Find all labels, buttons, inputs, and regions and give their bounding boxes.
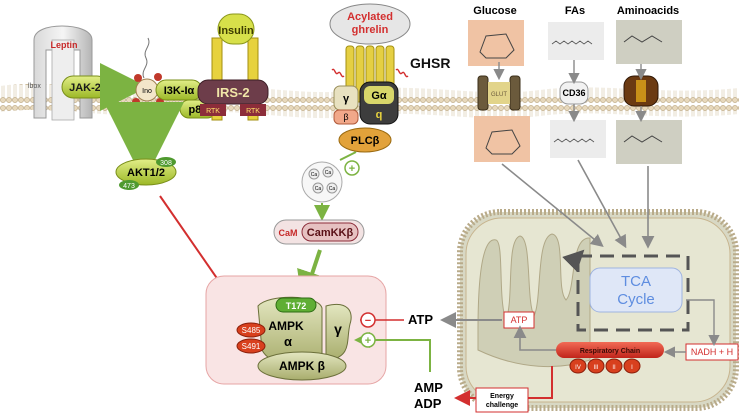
beta-label: β (343, 112, 348, 122)
aminoacid-structure-bottom (616, 120, 682, 164)
nutrient-arrows (493, 60, 655, 249)
s491-label: S491 (242, 342, 261, 351)
glucose-structure-top (468, 20, 524, 66)
plcb-ca-line (339, 151, 357, 161)
t172-label: T172 (286, 301, 307, 311)
camkk-label: CamKKβ (307, 227, 354, 239)
ampk-gamma-label: γ (334, 321, 342, 337)
insulin-label: Insulin (218, 25, 254, 37)
aminoacid-transporter (623, 75, 659, 107)
energy-label-2: challenge (486, 402, 518, 409)
leptin-receptor: Leptin lbox (28, 25, 93, 121)
ca-1: Ca (311, 172, 318, 178)
akt-label: AKT1/2 (127, 167, 165, 179)
s473-label: 473 (123, 183, 135, 190)
rtk-right-label: RTK (246, 108, 260, 115)
ino-label: Ino (142, 88, 152, 95)
pi3k-label: I3K-Iα (164, 85, 195, 97)
amp-plus: + (365, 335, 371, 347)
amp-label: AMP (414, 380, 443, 395)
atp-outer-label: ATP (408, 312, 433, 327)
ghsr-label: GHSR (410, 55, 450, 71)
jak2-node: JAK-2 (61, 75, 109, 99)
s308-label: 308 (160, 160, 172, 167)
calcium-pool: Ca Ca Ca Ca (301, 161, 343, 203)
amp-activation: + AMP ADP (354, 332, 443, 411)
cam-label: CaM (278, 228, 297, 238)
tca-label-2: Cycle (617, 291, 655, 308)
jak2-label: JAK-2 (69, 82, 101, 94)
complex-1: I (631, 365, 633, 371)
nadh-label: NADH + H (691, 347, 733, 357)
akt-node: AKT1/2 308 473 (115, 157, 177, 190)
insulin-receptor: Insulin IRS-2 RTK RTK (197, 13, 269, 121)
ca-2: Ca (325, 170, 332, 176)
gq-label: q (376, 109, 383, 121)
complex-2: II (612, 365, 616, 371)
respiratory-chain: Respiratory Chain IV III II I (556, 342, 664, 374)
glucose-structure-bottom (474, 116, 530, 162)
ca-4: Ca (329, 186, 336, 192)
energy-challenge: Energy challenge (454, 366, 553, 413)
plcb-label: PLCβ (351, 135, 380, 147)
glut-transporter: GLUT (477, 75, 521, 111)
fas-structure-top (548, 22, 604, 60)
rtk-left-label: RTK (206, 108, 220, 115)
atp-inner-label: ATP (511, 315, 528, 325)
glucose-title: Glucose (473, 5, 516, 17)
energy-label-1: Energy (490, 393, 514, 400)
galpha-label: Gα (371, 90, 387, 102)
plcb-node: PLCβ (338, 127, 392, 153)
ca-3: Ca (315, 186, 322, 192)
tca-cycle: TCA Cycle (578, 256, 690, 332)
nadh-node: NADH + H (663, 299, 739, 361)
ampk-complex: T172 S485 S491 AMPK α γ AMPK β (205, 275, 387, 385)
pdk1-node: PDK1 (119, 105, 169, 131)
calcium-plus: + (349, 163, 355, 175)
atp-minus: − (365, 315, 371, 327)
s485-label: S485 (242, 326, 261, 335)
ampk-beta-label: AMPK β (279, 359, 325, 373)
tca-label-1: TCA (621, 273, 651, 290)
complex-4: IV (575, 365, 581, 371)
atp-inner: ATP (503, 311, 556, 351)
g-protein: γ β Gα q (333, 81, 399, 125)
glut-label: GLUT (491, 92, 507, 98)
cd36-label: CD36 (562, 88, 585, 98)
cd36-transporter: CD36 (559, 81, 589, 105)
calcium-plus-badge: + (344, 160, 360, 176)
adp-label: ADP (414, 396, 442, 411)
lbox-label: lbox (28, 83, 41, 90)
complex-3: III (593, 365, 598, 371)
atp-inhibition: ATP − (360, 312, 502, 328)
fas-structure-bottom (550, 120, 606, 158)
irs2-label: IRS-2 (216, 85, 249, 100)
aminoacids-title: Aminoacids (617, 5, 679, 17)
leptin-label: Leptin (51, 40, 78, 50)
fas-title: FAs (565, 5, 585, 17)
aminoacid-structure-top (616, 20, 682, 64)
gamma-label: γ (343, 93, 350, 105)
pdk1-label: PDK1 (129, 113, 158, 125)
camkk-node: CaM CamKKβ (273, 219, 365, 245)
ampk-alpha-title: AMPK (268, 319, 304, 333)
ampk-alpha-symbol: α (284, 334, 292, 349)
inositol-phosphate: Ino (132, 37, 164, 106)
resp-label: Respiratory Chain (580, 348, 640, 355)
